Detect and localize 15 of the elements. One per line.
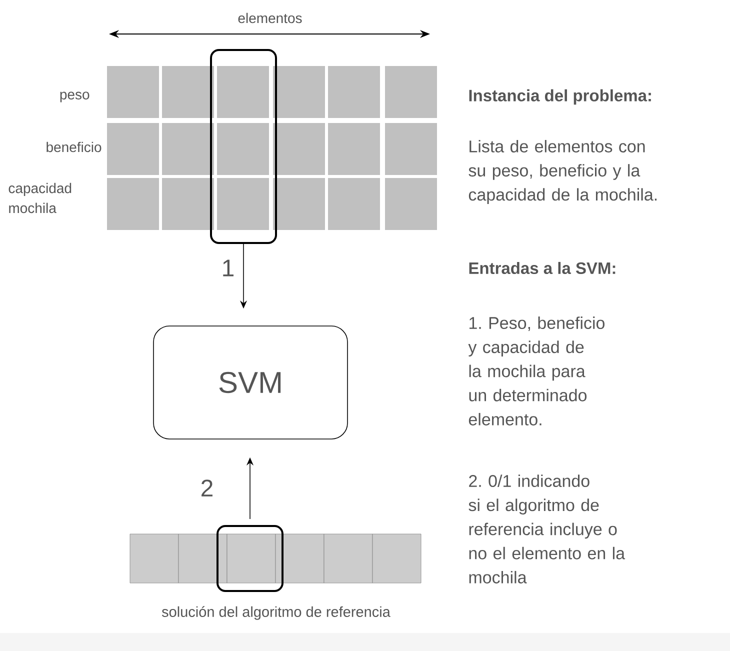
axis-label: elementos	[238, 12, 302, 24]
step-number: 1	[223, 260, 234, 276]
paragraph: 1. Peso, beneficio y capacidad de la mochila para un determinado elemento.	[468, 316, 604, 426]
heading: Entradas a la SVM:	[469, 262, 616, 274]
paragraph: Lista de elementos con su peso, beneficio y la capacidad de la mochila.	[468, 140, 657, 204]
paragraph: 2. 0/1 indicando si el algoritmo de referencia incluye o no el elemento en la mochila	[468, 474, 626, 584]
highlight-frame	[216, 525, 284, 592]
row-label: peso	[60, 92, 90, 102]
row-label: beneficio	[46, 142, 102, 152]
row-label: capacidad mochila	[8, 182, 72, 214]
process-box: SVM	[153, 326, 348, 440]
heading: Instancia del problema:	[469, 89, 651, 105]
caption: solución del algoritmo de referencia	[162, 606, 390, 620]
step-number: 2	[202, 480, 212, 496]
highlight-frame	[210, 49, 277, 244]
